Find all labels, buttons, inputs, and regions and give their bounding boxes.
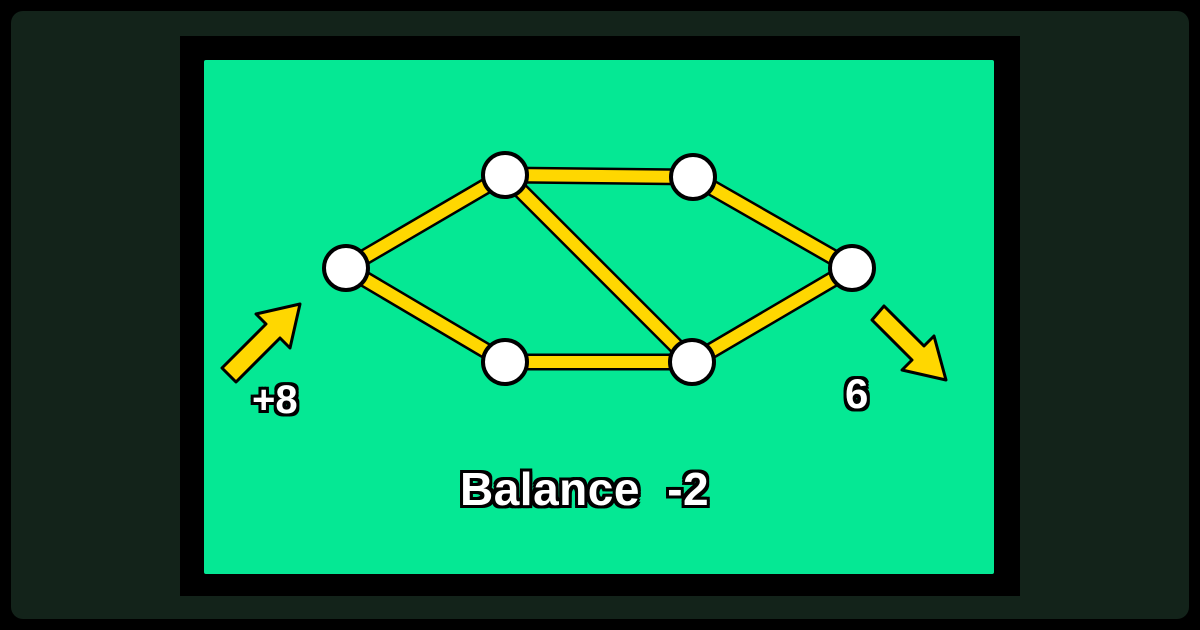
graph-node (669, 153, 717, 201)
inflow-label: +8 (252, 378, 298, 422)
graph-node (828, 244, 876, 292)
graph-node (668, 338, 716, 386)
graph-node (322, 244, 370, 292)
nodes (322, 151, 876, 386)
arrow-up-right-icon (220, 302, 302, 384)
edge (342, 262, 509, 368)
edge (500, 170, 697, 367)
graph-node (481, 151, 529, 199)
diagram-panel (204, 60, 994, 574)
outflow-label: 6 (845, 370, 869, 417)
balance-label: Balance -2 (460, 463, 710, 515)
edge (504, 169, 694, 183)
edge (690, 171, 855, 274)
graph-node (481, 338, 529, 386)
arrow-down-right-icon (870, 304, 948, 382)
edges (341, 166, 857, 371)
edge (342, 169, 509, 274)
edge (688, 262, 856, 368)
